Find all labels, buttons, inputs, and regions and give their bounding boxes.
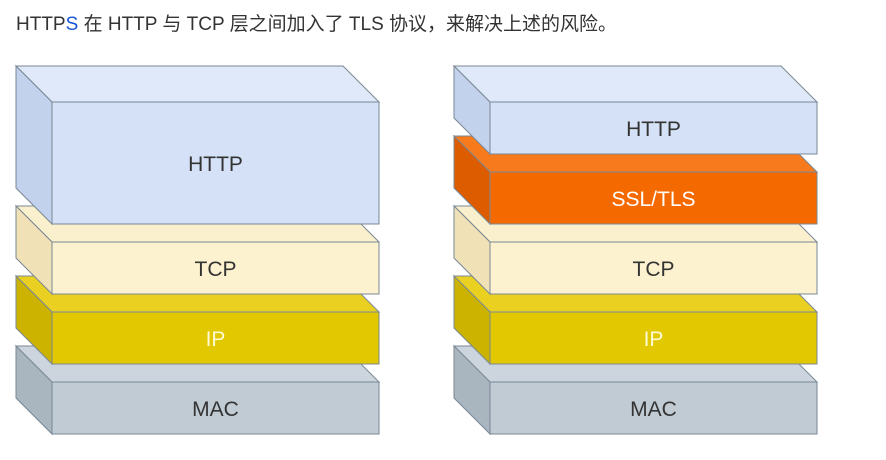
- layer-top-face: [14, 65, 381, 103]
- layer-front-face: [489, 381, 818, 435]
- layer-top-face: [452, 65, 819, 103]
- layer-label: HTTP: [188, 153, 243, 176]
- stack-https: MAC IP TCP SSL/TLS HTTP: [452, 64, 819, 436]
- layer-label: TCP: [195, 258, 237, 281]
- layer-front-face: [51, 381, 380, 435]
- layer-front-face: [489, 311, 818, 365]
- layer-label: IP: [206, 328, 226, 351]
- layer-http: HTTP: [14, 64, 381, 226]
- layer-label: TCP: [633, 258, 675, 281]
- intro-prefix: HTTP: [16, 14, 66, 35]
- stack-http: MAC IP TCP HTTP: [14, 64, 381, 436]
- layer-label: SSL/TLS: [611, 188, 695, 211]
- layer-label: MAC: [192, 398, 239, 421]
- layer-label: MAC: [630, 398, 677, 421]
- layer-front-face: [51, 101, 380, 225]
- layer-front-face: [51, 241, 380, 295]
- layer-front-face: [489, 171, 818, 225]
- intro-text: HTTPS 在 HTTP 与 TCP 层之间加入了 TLS 协议，来解决上述的风…: [16, 12, 617, 38]
- intro-suffix: 在 HTTP 与 TCP 层之间加入了 TLS 协议，来解决上述的风险。: [78, 14, 618, 35]
- layer-front-face: [489, 101, 818, 155]
- layer-front-face: [489, 241, 818, 295]
- layer-http: HTTP: [452, 64, 819, 156]
- layer-label: HTTP: [626, 118, 681, 141]
- layer-front-face: [51, 311, 380, 365]
- layer-label: IP: [644, 328, 664, 351]
- intro-highlight: S: [65, 14, 79, 35]
